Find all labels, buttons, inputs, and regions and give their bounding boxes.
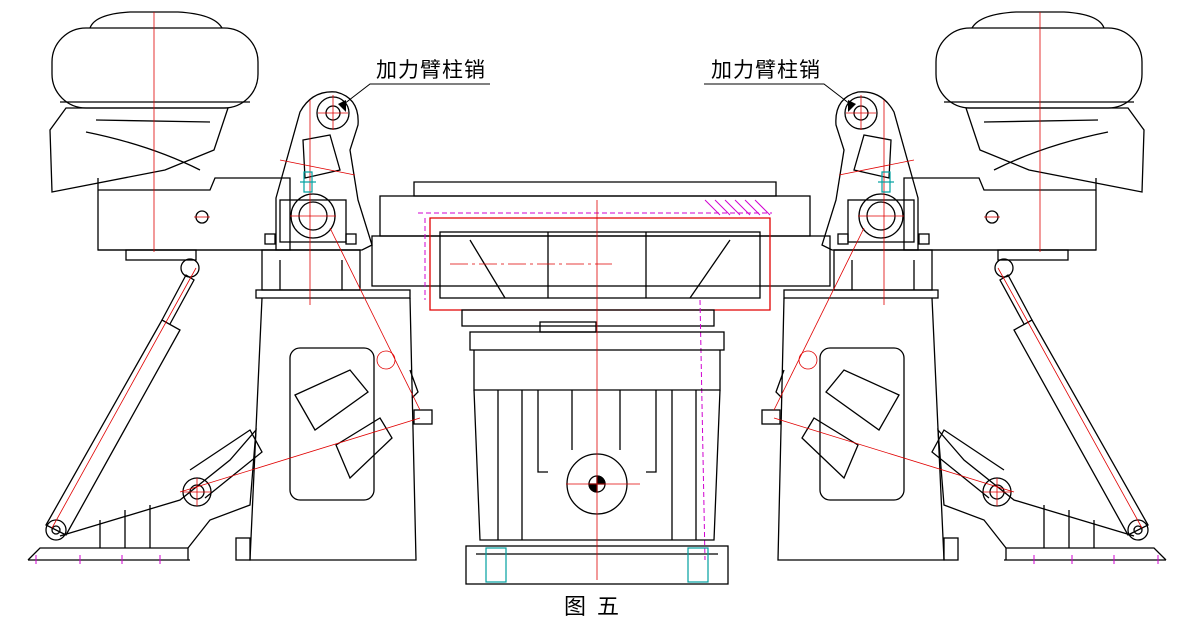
center-beam: [371, 181, 831, 333]
beam-hatch: [704, 199, 771, 216]
gearbox-centerlines: [566, 200, 640, 580]
figure-caption: 图 五: [564, 595, 621, 620]
beam-hidden-lines: [418, 212, 772, 561]
gearbox-base-section: [485, 547, 709, 583]
pin-callout-right: 加力臂柱销: [711, 58, 821, 82]
pin-callout-left: 加力臂柱销: [376, 58, 486, 82]
left-assembly: [27, 11, 491, 565]
right-assembly: [703, 11, 1167, 565]
